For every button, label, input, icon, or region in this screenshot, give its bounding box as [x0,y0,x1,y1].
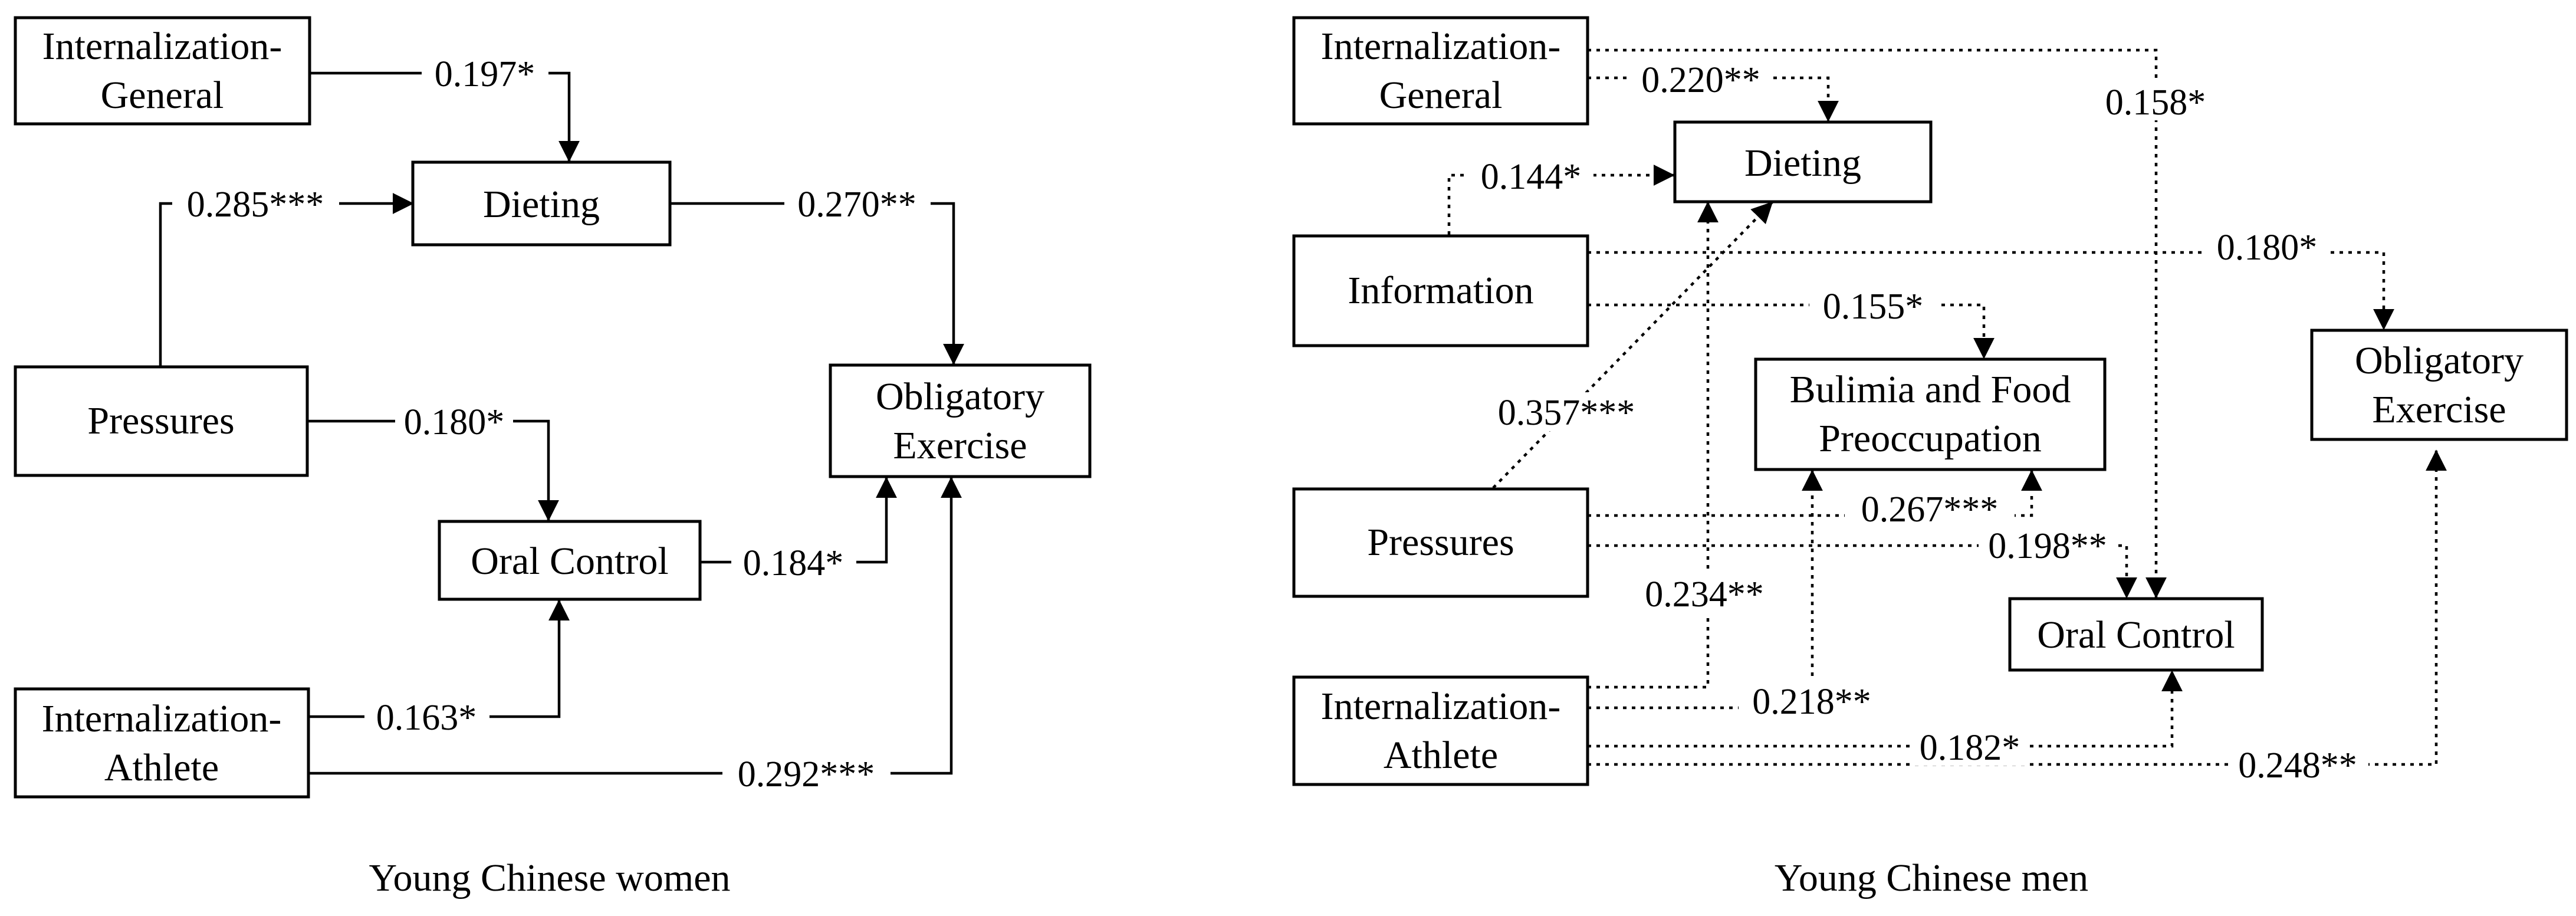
svg-text:Bulimia and Food: Bulimia and Food [1790,368,2071,411]
node-dieting-women: Dieting [411,160,672,247]
svg-text:Exercise: Exercise [893,424,1027,467]
node-int-athlete-women: Internalization- Athlete [14,687,310,799]
svg-text:Dieting: Dieting [483,183,600,226]
women-coefficients: 0.197* 0.285*** 0.270** 0.180* 0.184* 0.… [172,53,931,794]
coef-label: 0.184* [743,543,844,583]
men-path-intathlete-dieting [1588,201,1719,689]
women-path-dieting-obligatory [670,202,964,365]
men-coefficients: 0.220** 0.158* 0.144* 0.180* 0.155* 0.35… [1468,59,2368,786]
women-path-intgeneral-dieting [310,71,580,162]
node-int-athlete-men: Internalization- Athlete [1292,675,1589,786]
women-path-pressures-dieting [159,193,414,367]
svg-text:Internalization-: Internalization- [42,25,282,68]
coef-label: 0.180* [404,402,505,442]
svg-text:General: General [101,74,224,117]
svg-text:Pressures: Pressures [87,399,234,442]
node-oral-control-women: Oral Control [438,520,702,601]
women-path-intathlete-obligatory [308,477,962,775]
panel-women: 0.197* 0.285*** 0.270** 0.180* 0.184* 0.… [14,16,1092,899]
svg-text:General: General [1379,74,1503,117]
coef-label: 0.180* [2217,228,2318,268]
men-path-information-obligatory [1588,251,2394,330]
coef-label: 0.144* [1481,157,1582,197]
coef-label: 0.163* [376,698,477,738]
coef-label: 0.158* [2105,83,2206,123]
svg-text:Athlete: Athlete [104,746,219,789]
men-path-intathlete-oral [1588,670,2183,748]
node-pressures-women: Pressures [14,365,309,477]
svg-text:Internalization-: Internalization- [1321,25,1561,68]
svg-text:Information: Information [1348,269,1533,312]
node-obligatory-exercise-men: Obligatory Exercise [2310,329,2568,441]
node-int-general-women: Internalization- General [14,16,311,126]
men-path-pressures-bulimia [1588,470,2042,517]
svg-text:Internalization-: Internalization- [1321,685,1561,728]
svg-text:Internalization-: Internalization- [42,697,282,740]
men-path-intgeneral-oral [1588,48,2167,599]
panel-men: 0.220** 0.158* 0.144* 0.180* 0.155* 0.35… [1292,16,2568,899]
men-path-pressures-oral [1588,544,2137,599]
caption-men: Young Chinese men [1775,856,2088,899]
node-bulimia-men: Bulimia and Food Preoccupation [1754,357,2107,471]
node-pressures-men: Pressures [1292,487,1589,598]
node-information-men: Information [1292,234,1589,347]
coef-label: 0.197* [435,54,535,94]
svg-text:Obligatory: Obligatory [876,375,1044,418]
node-dieting-men: Dieting [1673,120,1933,203]
svg-text:Oral Control: Oral Control [471,540,668,583]
coef-label: 0.357*** [1498,393,1635,433]
svg-text:Exercise: Exercise [2372,388,2506,431]
coef-label: 0.248** [2238,746,2357,786]
coef-label: 0.220** [1641,60,1760,100]
svg-text:Pressures: Pressures [1367,521,1514,564]
men-path-information-dieting [1447,165,1675,235]
svg-text:Preoccupation: Preoccupation [1819,417,2042,460]
coef-label: 0.267*** [1861,490,1999,530]
coef-label: 0.234** [1645,574,1764,615]
svg-text:Dieting: Dieting [1744,142,1861,185]
coef-label: 0.285*** [187,185,324,225]
coef-label: 0.155* [1823,287,1924,327]
coef-label: 0.292*** [738,754,875,794]
coef-label: 0.182* [1920,728,2020,768]
svg-text:Athlete: Athlete [1384,734,1498,777]
node-oral-control-men: Oral Control [2008,597,2264,672]
coef-label: 0.270** [797,185,916,225]
node-obligatory-exercise-women: Obligatory Exercise [829,363,1092,478]
svg-text:Obligatory: Obligatory [2355,339,2524,382]
svg-text:Oral Control: Oral Control [2037,613,2235,656]
node-int-general-men: Internalization- General [1292,16,1589,126]
coef-label: 0.198** [1988,526,2107,566]
caption-women: Young Chinese women [369,856,731,899]
coef-label: 0.218** [1752,682,1871,722]
women-path-pressures-oral [307,419,559,521]
